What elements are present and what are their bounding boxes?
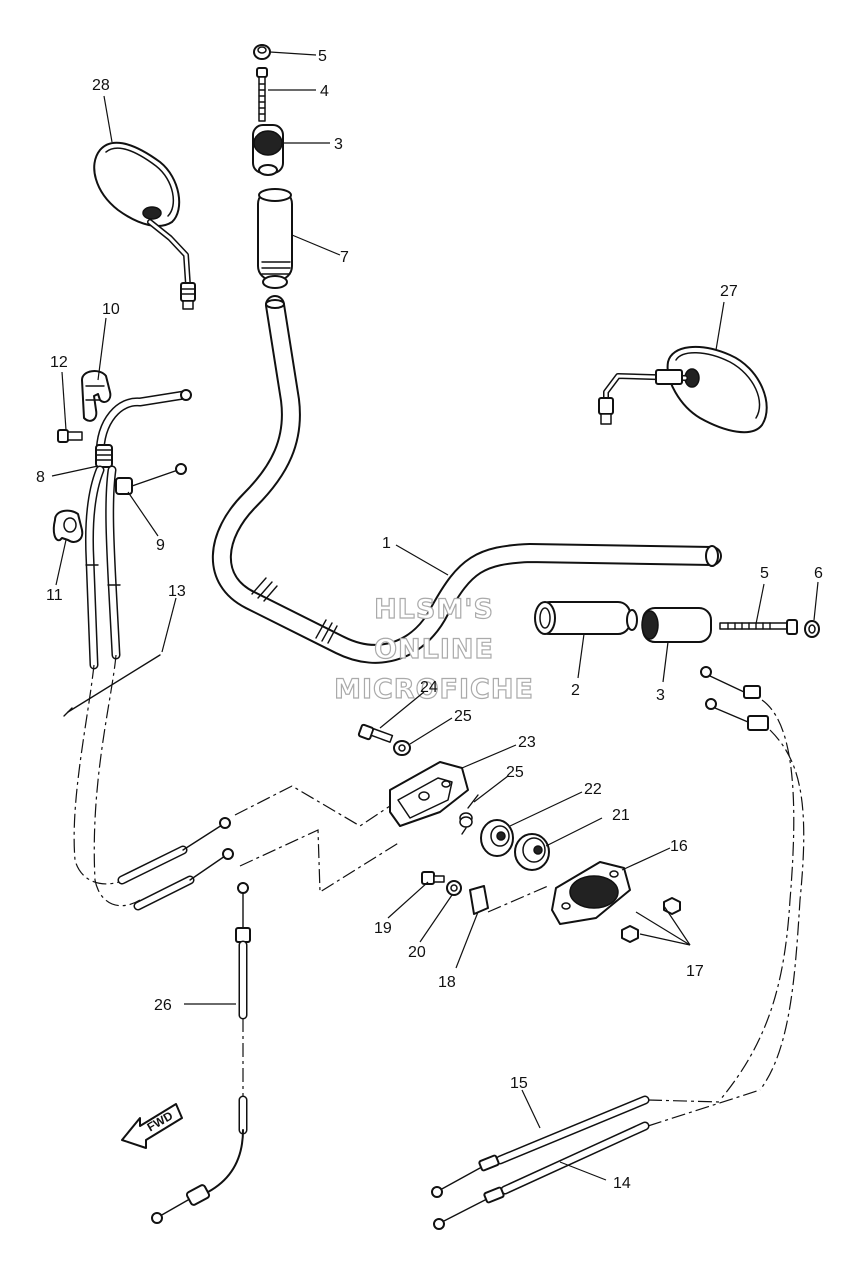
throttle-cable-lower — [133, 848, 234, 911]
callout-10: 11 — [46, 587, 63, 604]
watermark-line2: ONLINE — [374, 634, 494, 665]
routing-line-right-cable — [719, 699, 795, 1101]
nut-16-lower — [621, 925, 639, 943]
right-end-screw — [719, 619, 798, 635]
callout-26: 26 — [154, 997, 172, 1014]
callout-labels: 5 4 3 7 28 27 10 12 8 9 11 13 1 2 3 5 6 … — [36, 48, 823, 1192]
screw-18 — [421, 871, 445, 885]
callout-4-top: 4 — [320, 83, 329, 100]
cable-14 — [431, 1095, 721, 1198]
fwd-arrow: FWD — [121, 1103, 183, 1149]
throttle-cable-upper — [117, 817, 231, 885]
nut-16-upper — [663, 897, 681, 915]
right-cable-ends — [700, 666, 769, 731]
housing-15 — [551, 861, 631, 925]
callout-21: 22 — [584, 781, 602, 798]
washer-19 — [446, 880, 462, 896]
callout-18: 19 — [374, 920, 392, 937]
callout-22: 23 — [518, 734, 536, 751]
watermark: HLSM'S ONLINE MICROFICHE — [333, 593, 534, 705]
callout-13: 14 — [613, 1175, 631, 1192]
callout-7: 8 — [36, 469, 45, 486]
screw-23 — [357, 723, 394, 743]
callout-9: 10 — [102, 301, 120, 318]
cable-guide-7 — [95, 389, 192, 468]
callout-8: 9 — [156, 537, 165, 554]
routing-line-left-2 — [93, 654, 141, 907]
callout-12: 13 — [168, 583, 186, 600]
callout-20: 21 — [612, 807, 630, 824]
pulley-20 — [514, 833, 550, 871]
clip-17 — [469, 885, 489, 915]
left-bar-end-weight — [252, 124, 284, 176]
callout-6: 7 — [340, 249, 349, 266]
routing-line-upper — [234, 785, 391, 827]
callout-2: 2 — [571, 682, 580, 699]
callout-15: 16 — [670, 838, 688, 855]
callout-25: 25 — [506, 764, 524, 781]
right-bar-end-cap — [804, 620, 820, 638]
cable-holder-9 — [81, 370, 112, 422]
spring-25 — [459, 794, 479, 835]
callout-19: 20 — [408, 944, 426, 961]
cable-adjuster-8 — [115, 463, 187, 495]
watermark-line3: MICROFICHE — [334, 674, 534, 705]
leader-lines — [51, 51, 819, 1181]
callout-11: 12 — [50, 354, 68, 371]
callout-14: 15 — [510, 1075, 528, 1092]
bolt-11 — [57, 429, 83, 443]
callout-5-top: 5 — [318, 48, 327, 65]
callout-16: 17 — [686, 963, 704, 980]
housing-22 — [389, 761, 469, 827]
callout-23: 24 — [420, 679, 438, 696]
right-grip — [534, 601, 638, 635]
callout-3-right: 3 — [656, 687, 665, 704]
cable-clamp-10 — [52, 509, 84, 543]
left-cables — [85, 465, 121, 670]
cable-13 — [433, 1089, 761, 1230]
routing-line-right-cable-2 — [759, 729, 805, 1091]
left-bar-end-cap — [253, 44, 271, 60]
left-mirror — [93, 141, 196, 310]
right-mirror — [598, 345, 768, 434]
washer-24 — [393, 740, 411, 756]
routing-line-right-switch — [487, 885, 549, 913]
routing-line-middle — [239, 829, 401, 894]
callout-24: 25 — [454, 708, 472, 725]
callout-3-top: 3 — [334, 136, 343, 153]
callout-28: 28 — [92, 77, 110, 94]
cable-26 — [151, 882, 251, 1224]
cable-tie-12 — [63, 654, 161, 717]
callout-27: 27 — [720, 283, 738, 300]
handlebar — [211, 295, 722, 664]
left-end-screw — [256, 67, 268, 122]
callout-4-right: 5 — [760, 565, 769, 582]
routing-line-left — [73, 664, 126, 885]
callout-17: 18 — [438, 974, 456, 991]
pulley-21 — [480, 819, 514, 857]
left-grip — [257, 188, 293, 289]
watermark-line1: HLSM'S — [374, 594, 494, 625]
callout-5-right: 6 — [814, 565, 823, 582]
callout-1: 1 — [382, 535, 391, 552]
right-bar-end-weight — [641, 607, 712, 643]
